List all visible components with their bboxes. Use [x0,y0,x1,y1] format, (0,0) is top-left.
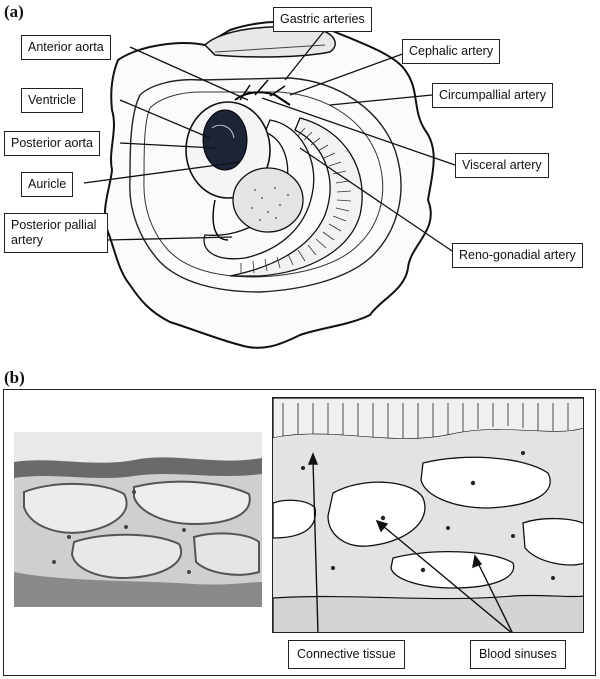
label-visceral-artery: Visceral artery [455,153,549,178]
sinus-tissue-drawing [273,398,583,632]
label-connective-tissue: Connective tissue [288,640,405,669]
label-ventricle: Ventricle [21,88,83,113]
label-circumpallial-artery: Circumpallial artery [432,83,553,108]
label-gastric-arteries: Gastric arteries [273,7,372,32]
label-posterior-pallial-artery: Posterior pallial artery [4,213,108,253]
oyster-anatomy-drawing [83,20,456,349]
histology-micrograph [14,432,262,607]
histology-line-drawing [272,397,584,633]
panel-b-frame [3,389,596,676]
panel-b-letter: (b) [4,368,25,387]
label-cephalic-artery: Cephalic artery [402,39,501,64]
label-anterior-aorta: Anterior aorta [21,35,111,60]
panel-a-letter: (a) [4,2,24,21]
label-blood-sinuses: Blood sinuses [470,640,566,669]
label-reno-gonadial-artery: Reno-gonadial artery [452,243,583,268]
label-posterior-aorta: Posterior aorta [4,131,100,156]
label-auricle: Auricle [21,172,74,197]
